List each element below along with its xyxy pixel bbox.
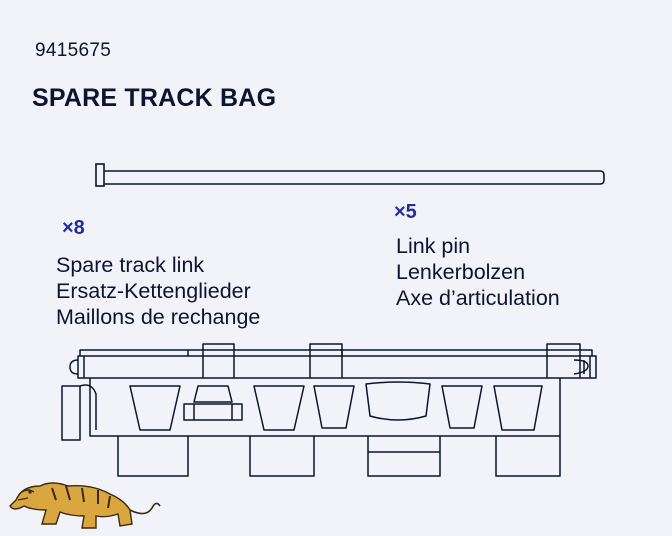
track-link-name-fr: Maillons de rechange	[56, 305, 261, 329]
quantity-link-pin: ×5	[394, 201, 417, 223]
part-number: 9415675	[35, 40, 112, 61]
link-pin-icon	[95, 163, 605, 187]
track-link-description: Spare track link Ersatz-Kettenglieder Ma…	[56, 252, 260, 330]
quantity-track-link: ×8	[62, 217, 85, 239]
link-pin-name-de: Lenkerbolzen	[396, 260, 526, 284]
page-title: SPARE TRACK BAG	[32, 84, 277, 112]
link-pin-description: Link pin Lenkerbolzen Axe d’articulation	[396, 233, 560, 311]
tiger-logo-icon	[9, 482, 161, 529]
track-link-name-de: Ersatz-Kettenglieder	[56, 279, 251, 303]
link-pin-name-fr: Axe d’articulation	[396, 286, 560, 310]
track-link-name-en: Spare track link	[56, 253, 205, 277]
link-pin-name-en: Link pin	[396, 234, 471, 258]
track-link-icon	[61, 343, 597, 477]
